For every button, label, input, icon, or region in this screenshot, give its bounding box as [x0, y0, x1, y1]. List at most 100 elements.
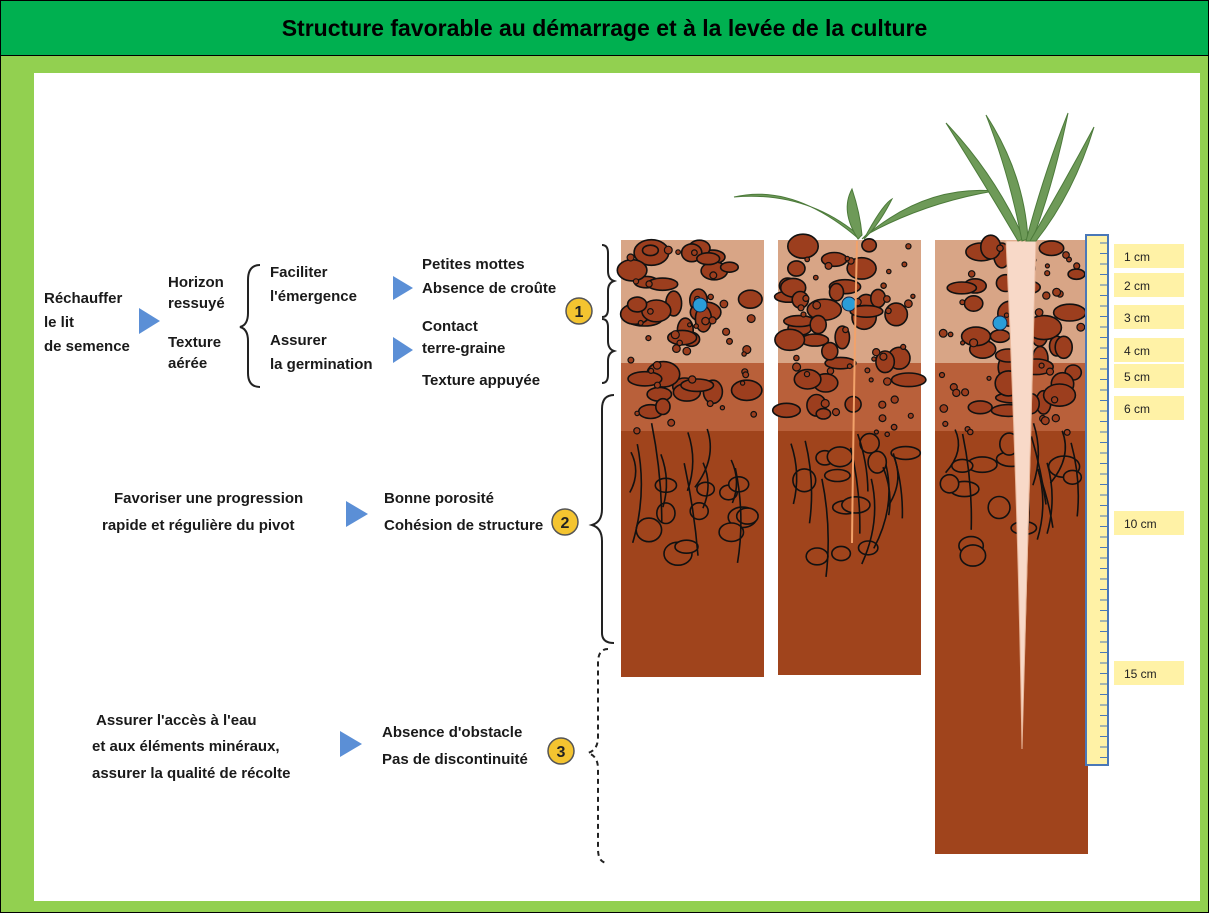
- zone1-faciliter-line-2: l'émergence: [270, 288, 357, 305]
- soil-pebble: [647, 307, 654, 315]
- soil-pebble: [968, 338, 979, 348]
- soil-pebble: [652, 360, 662, 370]
- brace-icon: [588, 394, 615, 644]
- soil-pebble: [746, 314, 756, 324]
- soil-pebble: [939, 404, 949, 413]
- soil-crack: [1049, 430, 1067, 484]
- soil-pebble: [1063, 428, 1071, 436]
- ruler-label: 1 cm: [1124, 250, 1150, 264]
- soil-pebble: [942, 420, 949, 427]
- ruler-label: 15 cm: [1124, 667, 1157, 681]
- soil-crack: [683, 463, 699, 556]
- soil-pebble: [1042, 291, 1051, 300]
- soil-crack: [1030, 436, 1047, 505]
- zone2-badge-number: 2: [561, 515, 570, 532]
- title-bar: Structure favorable au démarrage et à la…: [1, 1, 1208, 56]
- soil-pebble: [804, 256, 811, 263]
- soil-clod: [680, 378, 715, 393]
- soil-clod: [635, 517, 663, 543]
- soil-pebble: [871, 356, 877, 362]
- soil-columns: [616, 112, 1095, 854]
- zone1-assurer-line-2: la germination: [270, 356, 373, 373]
- soil-clod: [950, 458, 974, 473]
- soil-pebble: [905, 243, 912, 250]
- soil-crack: [1070, 442, 1080, 517]
- soil-pebble: [947, 331, 954, 338]
- zone3-result-line-2: Pas de discontinuité: [382, 751, 528, 768]
- soil-column-1: [616, 238, 764, 677]
- zone2-goal-line-1: Favoriser une progression: [114, 490, 303, 507]
- soil-pebble: [686, 322, 693, 328]
- soil-pebble: [800, 311, 807, 318]
- ruler-label-bg: [1114, 396, 1184, 420]
- taproot-icon: [1005, 240, 1037, 750]
- soil-pebble: [708, 316, 717, 325]
- zone3-badge-number: 3: [557, 744, 566, 761]
- soil-column-2: [771, 233, 927, 675]
- soil-clod: [1054, 335, 1073, 360]
- soil-pebble: [682, 346, 692, 356]
- soil-crack: [861, 478, 876, 565]
- soil-clod: [774, 328, 806, 352]
- soil-crack: [1046, 462, 1053, 534]
- soil-clod: [787, 260, 806, 277]
- zone1-goal-line-2: le lit: [44, 314, 74, 331]
- soil-pebble: [797, 304, 805, 312]
- soil-crack: [730, 459, 738, 504]
- soil-pebble: [879, 352, 888, 361]
- soil-crack: [629, 451, 637, 493]
- soil-pebble: [952, 388, 961, 398]
- seed-icon: [841, 296, 857, 312]
- ruler-label: 5 cm: [1124, 370, 1150, 384]
- leaf-icon: [846, 187, 863, 240]
- soil-clod: [616, 258, 648, 282]
- soil-pebble: [868, 377, 874, 383]
- soil-pebble: [637, 319, 644, 326]
- soil-pebble: [907, 412, 914, 419]
- ruler-label-bg: [1114, 305, 1184, 329]
- zone2-result-line-1: Bonne porosité: [384, 490, 494, 507]
- soil-clod: [826, 446, 854, 468]
- ruler-label-bg: [1114, 338, 1184, 362]
- soil-pebble: [885, 268, 892, 275]
- ruler-label: 4 cm: [1124, 344, 1150, 358]
- soil-pebble: [750, 410, 758, 418]
- soil-structure-diagram: Réchauffer le lit de semence Horizon res…: [44, 112, 1184, 864]
- zone1-result-b-line-3: Texture appuyée: [422, 372, 540, 389]
- soil-clod: [939, 473, 960, 494]
- zone3-result-line-1: Absence d'obstacle: [382, 724, 522, 741]
- seed-icon: [692, 297, 708, 313]
- soil-pebble: [632, 278, 640, 285]
- zone3-goal-line-2: et aux éléments minéraux,: [92, 738, 280, 755]
- soil-clod: [626, 296, 648, 313]
- arrow-icon: [139, 308, 160, 334]
- soil-clod: [737, 289, 763, 309]
- soil-pebble: [1062, 251, 1070, 259]
- soil-clod: [719, 261, 740, 273]
- soil-clod: [786, 233, 819, 259]
- zone1-text: Réchauffer le lit de semence Horizon res…: [44, 244, 618, 389]
- zone1-faciliter-line-1: Faciliter: [270, 264, 328, 281]
- soil-pebble: [872, 348, 881, 357]
- seed-icon: [992, 315, 1008, 331]
- soil-pebble: [826, 367, 835, 375]
- soil-clod: [793, 368, 822, 390]
- soil-clod: [989, 329, 1011, 344]
- soil-pebble: [701, 316, 710, 326]
- soil-pebble: [803, 370, 811, 378]
- soil-crack: [660, 454, 668, 508]
- soil-clod: [828, 282, 845, 302]
- arrow-icon: [393, 337, 413, 363]
- plant-icon: [945, 112, 1095, 242]
- soil-clod: [771, 402, 802, 419]
- soil-crack: [856, 433, 869, 492]
- soil-clod: [735, 507, 759, 525]
- soil-clod: [846, 256, 877, 280]
- soil-clod: [823, 468, 851, 483]
- soil-pebble: [1073, 262, 1081, 270]
- soil-pebble: [864, 367, 871, 374]
- soil-crack: [892, 453, 904, 519]
- soil-clod: [820, 341, 839, 361]
- soil-pebble: [938, 328, 948, 338]
